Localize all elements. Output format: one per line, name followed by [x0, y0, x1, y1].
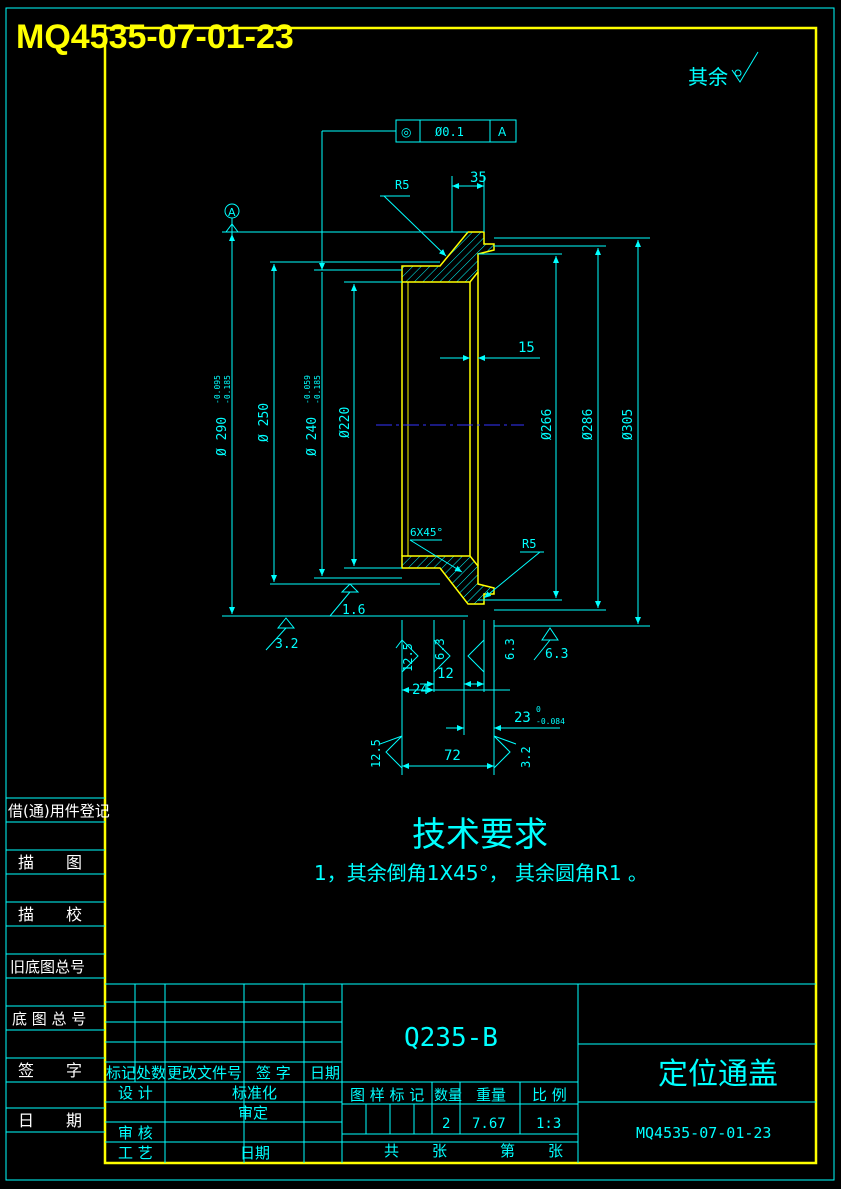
dim-290-tol-up: -0.095	[213, 375, 222, 404]
upper-flange	[401, 231, 495, 283]
side-panel	[6, 797, 105, 1133]
rev-header-date: 日期	[310, 1064, 340, 1082]
side-label: 日 期	[18, 1111, 82, 1130]
surface-note: 其余	[688, 51, 759, 89]
roughness-icon	[467, 638, 485, 674]
outer-border	[5, 7, 835, 1181]
standardization-label: 标准化	[232, 1084, 277, 1102]
concentricity-icon: ◎	[401, 125, 411, 139]
side-label: 借(通)用件登记	[8, 802, 110, 820]
check-label: 审 核	[118, 1124, 153, 1142]
dim-23: 23	[514, 710, 531, 726]
gdt-datum: A	[498, 125, 507, 139]
dim-290: Ø 290	[215, 417, 230, 456]
process-label: 工 艺	[118, 1144, 153, 1162]
roughness-icon	[533, 627, 559, 661]
weight-label: 重量	[476, 1086, 506, 1104]
roughness-6-3-b: 6.3	[503, 638, 517, 660]
scale-label: 比 例	[532, 1086, 567, 1104]
dim-240-tol-lo: -0.185	[313, 375, 322, 404]
dim-15: 15	[518, 340, 535, 356]
dim-35: 35	[470, 170, 487, 186]
gdt-frame: ◎ Ø0.1 A	[319, 119, 517, 270]
tech-req-line1: 1，其余倒角1X45°， 其余圆角R1 。	[314, 861, 648, 885]
dim-24: 24	[412, 682, 429, 698]
machining-symbol-icon	[731, 51, 759, 83]
datum-a-label: A	[228, 206, 236, 219]
side-label: 签 字	[18, 1061, 82, 1080]
date-label: 日期	[240, 1144, 270, 1162]
rev-header-sign: 签 字	[256, 1064, 291, 1082]
sheets-label: 张	[432, 1142, 447, 1160]
roughness-1-6: 1.6	[342, 603, 365, 618]
roughness-3-2-b: 3.2	[519, 746, 533, 768]
roughness-3-2-left: 3.2	[275, 637, 298, 652]
roughness-icon	[265, 617, 296, 651]
roughness-symbols	[265, 583, 559, 770]
datum-a: A	[224, 203, 240, 234]
dim-chamfer: 6X45°	[410, 526, 443, 539]
roughness-6-3-right: 6.3	[545, 647, 568, 662]
dim-12: 12	[437, 666, 454, 682]
drawing-number: MQ4535-07-01-23	[636, 1124, 771, 1142]
dim-286: Ø286	[581, 409, 596, 440]
side-panel-labels: 借(通)用件登记 描 图 描 校 旧底图总号 底 图 总 号 签 字 日 期	[8, 802, 110, 1130]
rev-header-count: 处数	[136, 1064, 166, 1082]
tech-req-title: 技术要求	[412, 815, 548, 855]
material: Q235-B	[404, 1023, 498, 1053]
dim-240: Ø 240	[305, 417, 320, 456]
roughness-values: 1.6 3.2 6.3 12.5 6.3 6.3 12.5 3.2	[275, 603, 568, 768]
sheet-no-label: 第	[500, 1142, 515, 1160]
roughness-icon	[493, 734, 517, 770]
scale-value: 1:3	[536, 1116, 561, 1132]
side-label: 旧底图总号	[10, 958, 85, 976]
dim-23-tol-up: 0	[536, 705, 541, 714]
rev-header-mark: 标记	[106, 1064, 136, 1082]
dim-lines	[229, 183, 641, 769]
qty-label: 数量	[434, 1088, 462, 1104]
part-name: 定位通盖	[658, 1057, 778, 1092]
drawing-number-banner: MQ4535-07-01-23	[16, 18, 294, 56]
lower-flange	[401, 555, 495, 605]
roughness-circle-icon	[734, 69, 742, 77]
part-section	[376, 231, 524, 605]
roughness-12-5-b: 12.5	[369, 739, 383, 768]
roughness-6-3-a: 6.3	[433, 638, 447, 660]
side-label: 描 图	[18, 853, 82, 872]
weight-value: 7.67	[472, 1116, 506, 1132]
dim-r5-bot: R5	[522, 537, 536, 551]
dim-290-tol-lo: -0.185	[223, 375, 232, 404]
dim-72: 72	[444, 748, 461, 764]
roughness-icon	[433, 638, 451, 674]
approve-label: 审定	[238, 1104, 268, 1122]
dim-240-tol-up: -0.059	[303, 375, 312, 404]
total-label: 共	[384, 1142, 399, 1160]
roughness-12-5-a: 12.5	[401, 643, 415, 672]
roughness-icon	[329, 583, 360, 617]
roughness-icon	[395, 638, 419, 674]
inner-frame	[103, 26, 818, 1165]
roughness-icon	[379, 734, 403, 770]
surface-note-text: 其余	[688, 65, 728, 89]
qty-value: 2	[442, 1116, 450, 1132]
title-block-grid	[105, 983, 816, 1163]
side-label: 描 校	[18, 905, 82, 924]
side-label: 底 图 总 号	[12, 1010, 86, 1028]
title-block: Q235-B 定位通盖 MQ4535-07-01-23 标记 处数 更改文件号 …	[106, 1023, 778, 1162]
stage-label: 图 样 标 记	[350, 1086, 424, 1104]
sheet-label2: 张	[548, 1142, 563, 1160]
dim-texts: R5 35 15 Ø 290 -0.095 -0.185 Ø 250 Ø 240…	[213, 170, 636, 764]
dim-220: Ø220	[338, 407, 353, 438]
dim-305: Ø305	[621, 409, 636, 440]
rev-header-doc: 更改文件号	[167, 1064, 242, 1082]
design-label: 设 计	[118, 1084, 153, 1102]
gdt-tolerance: Ø0.1	[435, 125, 464, 139]
dim-23-tol-lo: -0.084	[536, 717, 565, 726]
dim-266: Ø266	[540, 409, 555, 440]
dim-250: Ø 250	[257, 403, 272, 442]
dim-r5-top: R5	[395, 178, 409, 192]
